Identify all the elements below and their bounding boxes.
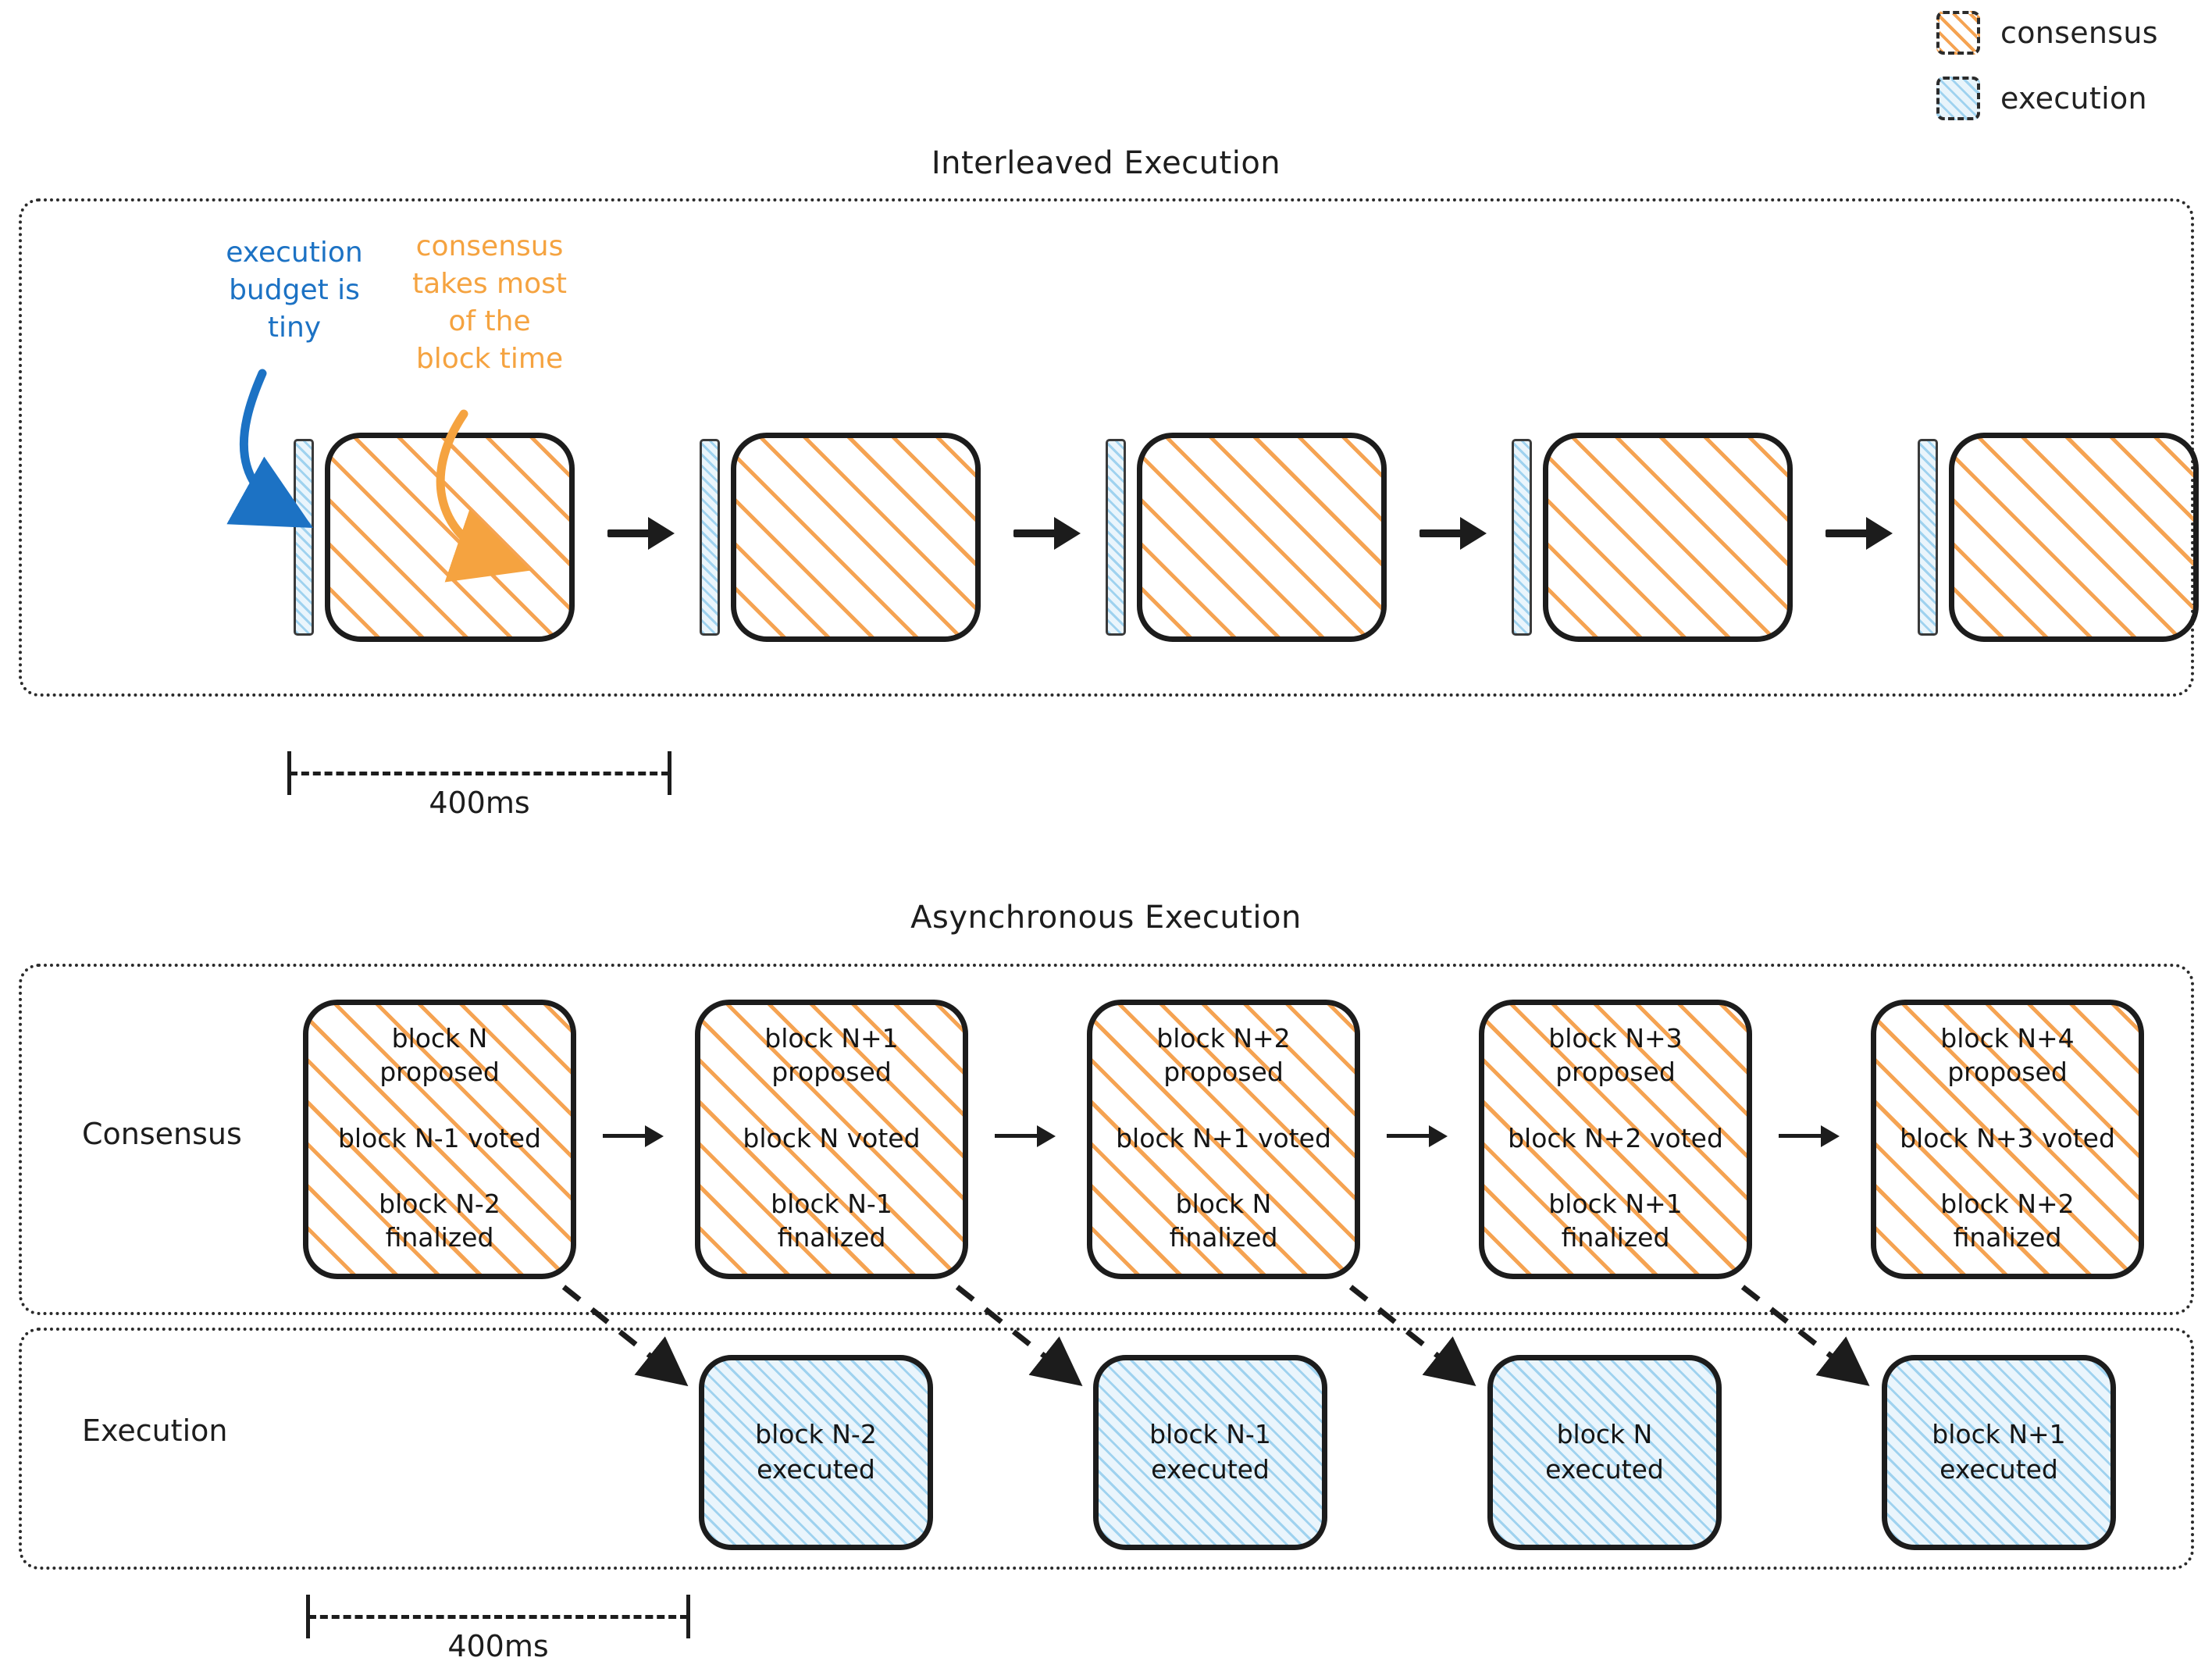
- consensus-finalized-1: block N-2 finalized: [379, 1189, 500, 1253]
- consensus-hatch-swatch-icon: [1936, 11, 1980, 55]
- interleaved-consensus-block-2: [731, 433, 981, 642]
- consensus-finalized-5: block N+2 finalized: [1940, 1189, 2075, 1253]
- row-label-consensus: Consensus: [82, 1117, 242, 1151]
- consensus-voted-3: block N+1 voted: [1116, 1122, 1331, 1153]
- interleaved-consensus-block-3: [1137, 433, 1387, 642]
- interleaved-arrow-2: [1013, 529, 1073, 537]
- consensus-proposed-1: block N proposed: [379, 1023, 500, 1087]
- consensus-finalized-2: block N-1 finalized: [771, 1189, 892, 1253]
- consensus-proposed-2: block N+1 proposed: [764, 1023, 899, 1087]
- async-execution-panel: [19, 1328, 2194, 1570]
- execution-hatch-swatch-icon: [1936, 77, 1980, 120]
- interleaved-consensus-block-5: [1949, 433, 2199, 642]
- interleaved-consensus-block-4: [1543, 433, 1793, 642]
- execution-card-text-3: block N executed: [1545, 1419, 1664, 1485]
- async-consensus-card-4: block N+3 proposed block N+2 voted block…: [1479, 1000, 1752, 1279]
- section-title-interleaved: Interleaved Execution: [931, 145, 1281, 181]
- scale-tick-left-bottom: [306, 1595, 310, 1638]
- async-consensus-panel: [19, 964, 2194, 1315]
- interleaved-arrow-1: [607, 529, 667, 537]
- execution-card-text-4: block N+1 executed: [1932, 1419, 2066, 1485]
- async-consensus-arrow-3: [1387, 1134, 1443, 1138]
- async-consensus-card-3: block N+2 proposed block N+1 voted block…: [1087, 1000, 1360, 1279]
- consensus-finalized-4: block N+1 finalized: [1548, 1189, 1683, 1253]
- consensus-blocktime-callout-text: consensus takes most of the block time: [411, 230, 568, 375]
- consensus-finalized-3: block N finalized: [1169, 1189, 1278, 1253]
- scale-bar-interleaved: 400ms: [287, 751, 671, 826]
- scale-label-interleaved: 400ms: [429, 786, 530, 820]
- interleaved-arrow-3: [1419, 529, 1479, 537]
- interleaved-execution-bar-5: [1918, 439, 1938, 636]
- legend: consensus execution: [1936, 11, 2158, 120]
- async-execution-card-2: block N-1 executed: [1093, 1355, 1327, 1550]
- scale-label-async: 400ms: [447, 1629, 549, 1663]
- interleaved-execution-bar-4: [1512, 439, 1532, 636]
- consensus-voted-1: block N-1 voted: [337, 1122, 542, 1153]
- async-consensus-arrow-2: [995, 1134, 1051, 1138]
- scale-tick-right-top: [668, 751, 671, 795]
- scale-tick-right-bottom: [686, 1595, 690, 1638]
- legend-label-consensus: consensus: [2000, 16, 2158, 50]
- async-consensus-card-1: block N proposed block N-1 voted block N…: [303, 1000, 576, 1279]
- scale-tick-left-top: [287, 751, 291, 795]
- consensus-proposed-3: block N+2 proposed: [1156, 1023, 1291, 1087]
- legend-item-execution: execution: [1936, 77, 2158, 120]
- scale-dashed-line-top: [290, 772, 669, 775]
- consensus-voted-2: block N voted: [743, 1122, 921, 1153]
- consensus-voted-5: block N+3 voted: [1900, 1122, 2115, 1153]
- interleaved-execution-bar-2: [700, 439, 720, 636]
- scale-bar-async: 400ms: [306, 1595, 690, 1670]
- async-execution-card-3: block N executed: [1487, 1355, 1722, 1550]
- legend-item-consensus: consensus: [1936, 11, 2158, 55]
- async-consensus-card-2: block N+1 proposed block N voted block N…: [695, 1000, 968, 1279]
- scale-dashed-line-bottom: [308, 1615, 688, 1619]
- execution-card-text-2: block N-1 executed: [1149, 1419, 1271, 1485]
- async-execution-card-4: block N+1 executed: [1882, 1355, 2116, 1550]
- async-consensus-card-5: block N+4 proposed block N+3 voted block…: [1871, 1000, 2144, 1279]
- interleaved-execution-bar-3: [1106, 439, 1126, 636]
- legend-label-execution: execution: [2000, 81, 2147, 116]
- interleaved-panel: [19, 198, 2194, 697]
- consensus-proposed-5: block N+4 proposed: [1940, 1023, 2075, 1087]
- execution-card-text-1: block N-2 executed: [755, 1419, 877, 1485]
- section-title-asynchronous: Asynchronous Execution: [910, 900, 1302, 936]
- row-label-execution: Execution: [82, 1413, 228, 1448]
- async-consensus-arrow-1: [603, 1134, 659, 1138]
- async-consensus-arrow-4: [1779, 1134, 1835, 1138]
- async-execution-card-1: block N-2 executed: [699, 1355, 933, 1550]
- consensus-voted-4: block N+2 voted: [1508, 1122, 1723, 1153]
- consensus-proposed-4: block N+3 proposed: [1548, 1023, 1683, 1087]
- interleaved-arrow-4: [1826, 529, 1885, 537]
- execution-budget-callout-text: execution budget is tiny: [226, 237, 363, 344]
